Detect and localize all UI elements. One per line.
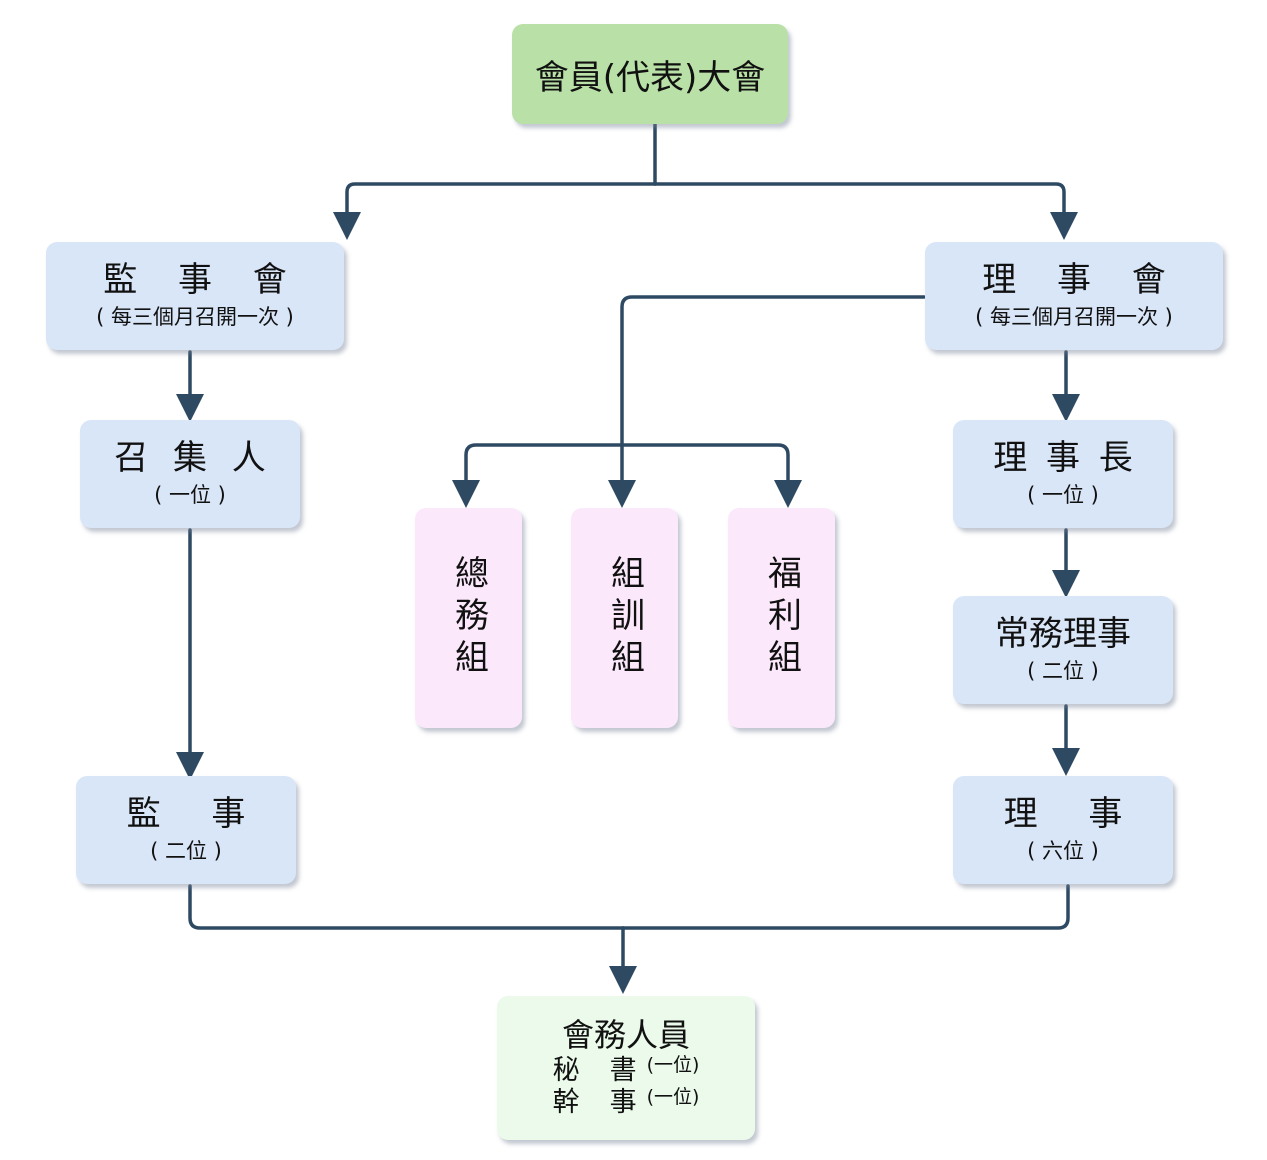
convener-note: ( 一位 ) — [154, 482, 226, 507]
executive-directors-note: ( 二位 ) — [1027, 658, 1099, 683]
convener-label: 召 集 人 — [114, 437, 266, 478]
staff-secretary-role: 秘書 — [552, 1054, 667, 1086]
staff-row-clerk: 幹事 (一位) — [552, 1085, 700, 1119]
directors-board-label: 理 事 會 — [982, 259, 1166, 300]
group-welfare-label: 福利組 — [761, 555, 802, 681]
assembly-to-directors-arrow — [653, 182, 1078, 240]
chairman-note: ( 一位 ) — [1027, 482, 1099, 507]
directors-board-node: 理 事 會 ( 每三個月召開一次 ) — [925, 242, 1223, 350]
group-welfare-node: 福利組 — [728, 508, 835, 728]
assembly-to-supervisors-arrow — [333, 182, 657, 240]
staff-clerk-role: 幹事 — [552, 1087, 667, 1119]
supervisor-node: 監 事 ( 二位 ) — [76, 776, 296, 884]
director-label: 理 事 — [1003, 793, 1123, 834]
supervisor-label: 監 事 — [126, 793, 246, 834]
chairman-label: 理 事 長 — [993, 437, 1133, 478]
convener-node: 召 集 人 ( 一位 ) — [80, 420, 300, 528]
supervisors-board-node: 監 事 會 ( 每三個月召開一次 ) — [46, 242, 344, 350]
staff-secretary-count: (一位) — [646, 1053, 700, 1076]
director-to-staff-line — [621, 884, 1070, 930]
staff-node: 會務人員 秘書 (一位) 幹事 (一位) — [497, 996, 755, 1140]
staff-clerk-count: (一位) — [646, 1085, 700, 1108]
executive-directors-node: 常務理事 ( 二位 ) — [953, 596, 1173, 704]
supervisor-to-staff-line — [188, 884, 625, 930]
group-training-label: 組訓組 — [604, 555, 645, 681]
supervisor-note: ( 二位 ) — [150, 838, 222, 863]
director-note: ( 六位 ) — [1027, 838, 1099, 863]
assembly-label: 會員(代表)大會 — [534, 57, 766, 98]
directors-board-note: ( 每三個月召開一次 ) — [975, 304, 1173, 329]
staff-row-secretary: 秘書 (一位) — [552, 1053, 700, 1087]
group-general-affairs-node: 總務組 — [415, 508, 522, 728]
director-node: 理 事 ( 六位 ) — [953, 776, 1173, 884]
chairman-node: 理 事 長 ( 一位 ) — [953, 420, 1173, 528]
supervisors-board-label: 監 事 會 — [103, 259, 287, 300]
supervisors-board-note: ( 每三個月召開一次 ) — [96, 304, 294, 329]
assembly-node: 會員(代表)大會 — [512, 24, 788, 124]
executive-directors-label: 常務理事 — [995, 613, 1131, 654]
group-general-affairs-label: 總務組 — [448, 555, 489, 681]
groups-branch-right-arrow — [620, 443, 802, 508]
directors-to-groups-arrow — [608, 295, 926, 508]
group-training-node: 組訓組 — [571, 508, 678, 728]
staff-label: 會務人員 — [561, 1016, 690, 1055]
groups-branch-left-arrow — [452, 443, 624, 508]
